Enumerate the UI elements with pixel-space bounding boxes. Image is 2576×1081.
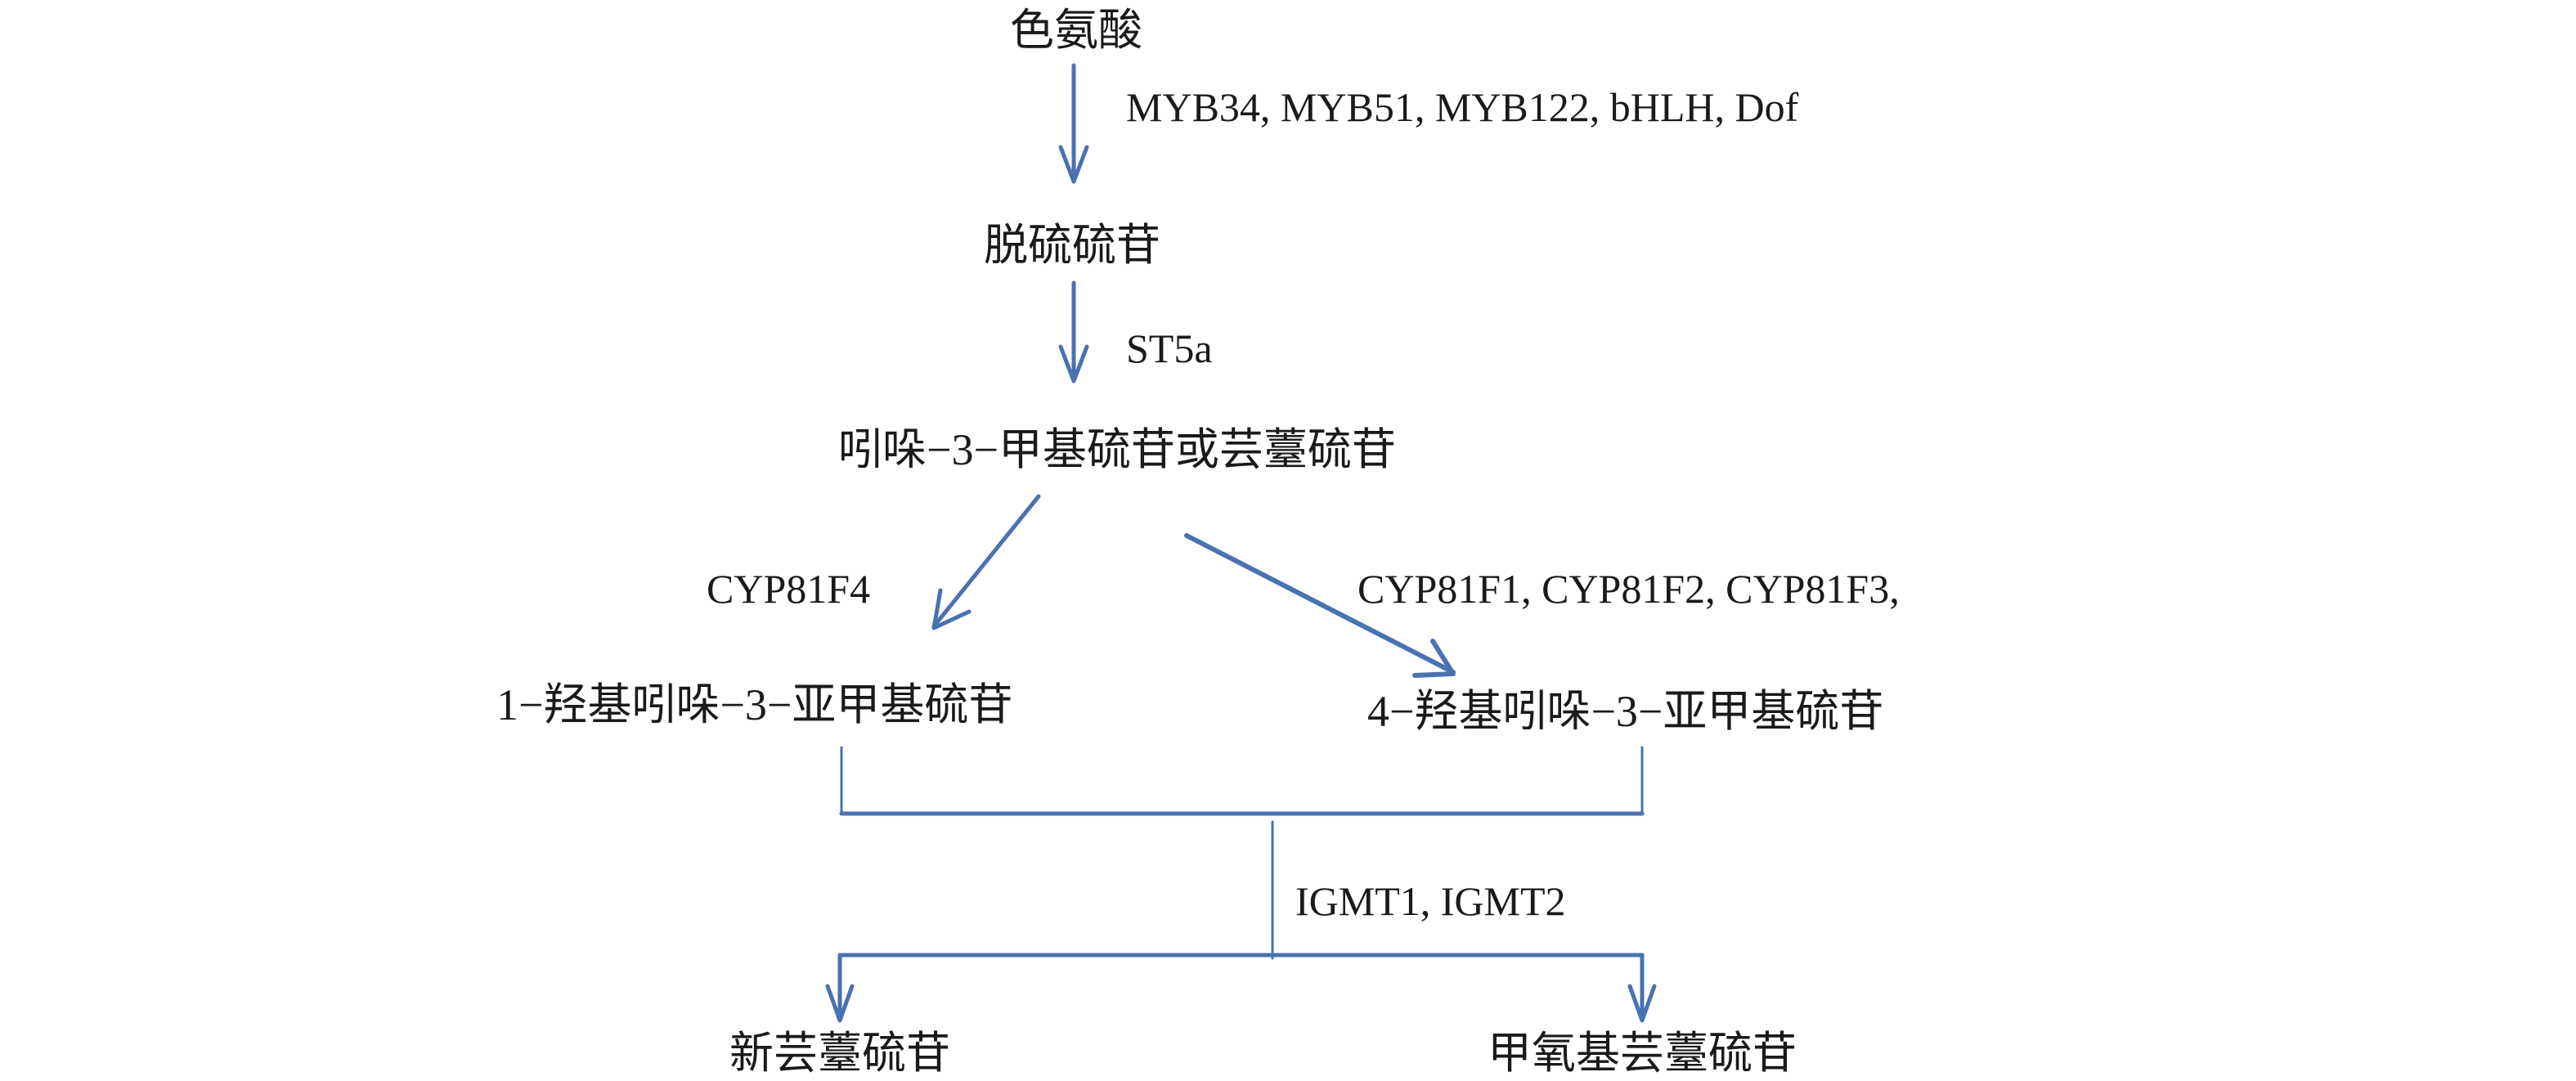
split-arrows — [825, 953, 1657, 1023]
node-4-hydroxy-indole: 4−羟基吲哚−3−亚甲基硫苷 — [1367, 687, 1883, 736]
arrow-step2 — [1058, 280, 1089, 384]
node-1-hydroxy-indole: 1−羟基吲哚−3−亚甲基硫苷 — [496, 680, 1012, 729]
enzyme-label-step2: ST5a — [1126, 325, 1213, 371]
enzyme-label-step1: MYB34, MYB51, MYB122, bHLH, Dof — [1126, 84, 1799, 130]
node-indol-3-ylmethyl-glucosinolate: 吲哚−3−甲基硫苷或芸薹硫苷 — [838, 425, 1396, 474]
node-desulfo-glucosinolate: 脱硫硫苷 — [984, 221, 1160, 270]
merge-bracket — [839, 746, 1645, 960]
enzyme-label-left: CYP81F4 — [707, 566, 870, 612]
node-neoglucobrassicin: 新芸薹硫苷 — [729, 1029, 950, 1078]
enzyme-label-right: CYP81F1, CYP81F2, CYP81F3, — [1358, 566, 1900, 612]
node-methoxyglucobrassicin: 甲氧基芸薹硫苷 — [1488, 1029, 1797, 1078]
arrow-left-branch — [931, 494, 1041, 630]
node-tryptophan: 色氨酸 — [1010, 6, 1142, 55]
arrow-step1 — [1058, 63, 1089, 184]
arrow-right-branch — [1184, 533, 1456, 678]
enzyme-label-final: IGMT1, IGMT2 — [1295, 878, 1566, 924]
